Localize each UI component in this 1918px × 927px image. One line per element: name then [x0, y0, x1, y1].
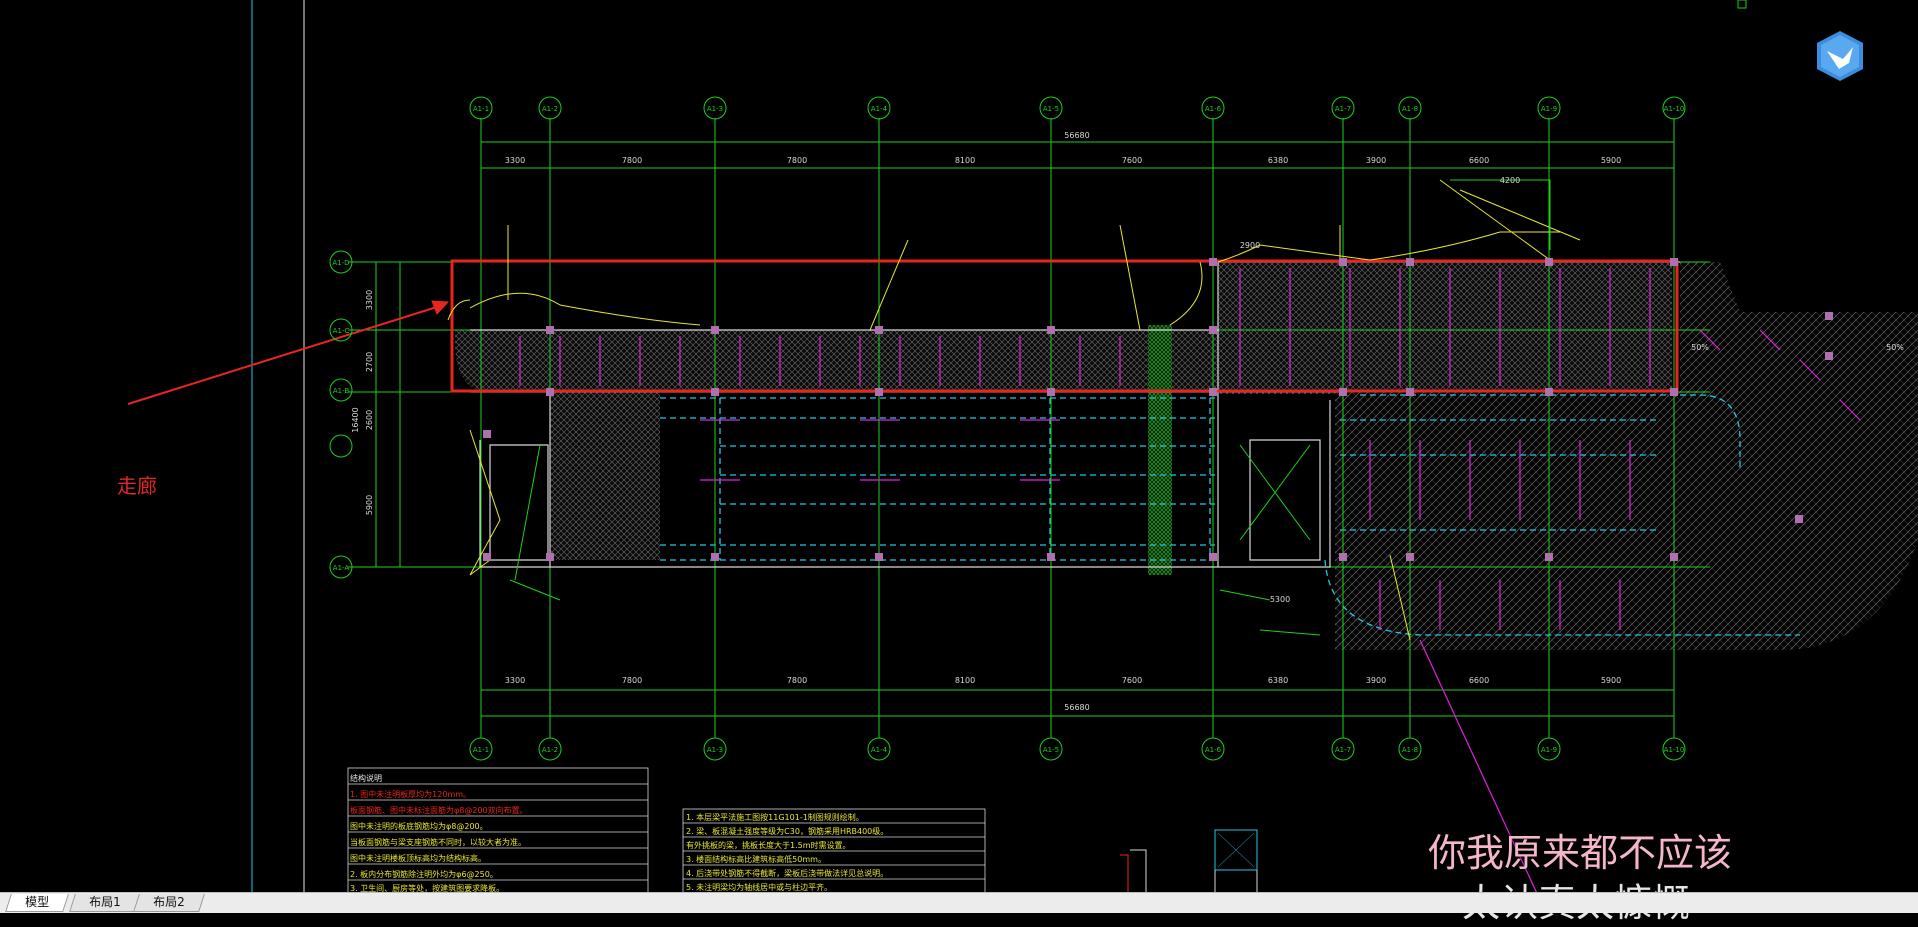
notes-table-left	[347, 767, 649, 894]
dim-misc: 4200	[1500, 176, 1520, 185]
axis-label-bottom: A1-7	[1335, 746, 1351, 754]
axis-label-left: A1-D	[332, 259, 349, 267]
notes-line: 图中未注明的板底钢筋均为φ8@200。	[350, 821, 488, 831]
axis-label-bottom: A1-9	[1541, 746, 1557, 754]
notes-line: 4. 后浇带处钢筋不得截断，梁板后浇带做法详见总说明。	[686, 868, 888, 878]
tab-label: 模型	[25, 895, 50, 909]
green-detail-lines	[509, 179, 1551, 636]
dim-misc: 2900	[1240, 241, 1260, 250]
video-subtitle-line1: 你我原来都不应该	[1428, 831, 1733, 875]
axis-label-top: A1-1	[473, 105, 489, 113]
axis-label-bottom: A1-8	[1402, 746, 1418, 754]
dim-span-left: 2700	[365, 352, 374, 372]
dim-span-left: 5900	[365, 495, 374, 515]
notes-line: 2. 板内分布钢筋除注明外均为φ6@250。	[350, 869, 498, 879]
notes-line: 有外挑板的梁，挑板长度大于1.5m时需设置。	[686, 840, 851, 850]
beam-dashed-lines	[660, 394, 1800, 636]
corridor-annotation: 走廊	[117, 474, 157, 498]
dim-span-bottom: 8100	[955, 676, 975, 685]
axis-label-top: A1-5	[1043, 105, 1059, 113]
notes-line: 1. 本层梁平法施工图按11G101-1制图规则绘制。	[686, 812, 864, 822]
dim-span-top: 7800	[622, 156, 642, 165]
notes-title: 结构说明	[350, 773, 382, 783]
dim-span-top: 3300	[505, 156, 525, 165]
slope-label: 50%	[1886, 343, 1904, 352]
bird-logo-icon	[1817, 31, 1863, 81]
dim-span-bottom: 5900	[1601, 676, 1621, 685]
dim-span-top: 6380	[1268, 156, 1288, 165]
dim-span-top: 8100	[955, 156, 975, 165]
axis-label-top: A1-4	[871, 105, 888, 113]
axis-label-left: A1-B	[333, 387, 350, 395]
dim-span-bottom: 7800	[787, 676, 807, 685]
dim-span-bottom: 7800	[622, 676, 642, 685]
dim-span-top: 3900	[1366, 156, 1386, 165]
notes-line: 图中未注明楼板顶标高均为结构标高。	[350, 853, 486, 863]
notes-line: 板面钢筋、图中未标注面筋为φ8@200双向布置。	[350, 805, 528, 815]
tab-label: 布局2	[153, 895, 185, 909]
axis-label-top: A1-7	[1335, 105, 1351, 113]
axis-label-bottom: A1-1	[473, 746, 489, 754]
axis-bubbles-bottom	[469, 737, 1686, 761]
notes-line: 5. 未注明梁均为轴线居中或与柱边平齐。	[686, 882, 832, 892]
axis-label-bottom: A1-5	[1043, 746, 1059, 754]
rebar-marks	[519, 268, 1861, 901]
dim-span-bottom: 6380	[1268, 676, 1288, 685]
notes-line: 1. 图中未注明板厚均为120mm。	[350, 789, 471, 799]
axis-label-left: A1-C	[333, 327, 350, 335]
axis-label-top: A1-8	[1402, 105, 1418, 113]
axis-label-top: A1-6	[1205, 105, 1222, 113]
dim-span-left: 2600	[365, 410, 374, 430]
axis-label-top: A1-2	[542, 105, 558, 113]
tab-layout2[interactable]: 布局2	[133, 894, 205, 912]
dim-total-bottom: 56680	[1064, 703, 1089, 712]
column-markers	[483, 258, 1833, 561]
axis-label-top: A1-3	[707, 105, 723, 113]
axis-label-bottom: A1-2	[542, 746, 558, 754]
corridor-highlight	[127, 259, 1679, 405]
notes-line: 3. 楼面结构标高比建筑标高低50mm。	[686, 854, 826, 864]
layout-tab-bar: 模型 布局1 布局2	[0, 892, 1918, 913]
notes-line: 当板面钢筋与梁支座钢筋不同时，以较大者为准。	[350, 837, 526, 847]
dim-misc: 5300	[1270, 595, 1290, 604]
section-detail	[1120, 829, 1258, 893]
dim-span-top: 7600	[1122, 156, 1142, 165]
dim-span-top: 6600	[1469, 156, 1489, 165]
dim-span-left: 3300	[365, 290, 374, 310]
tab-model[interactable]: 模型	[5, 894, 69, 912]
dim-span-bottom: 7600	[1122, 676, 1142, 685]
axis-label-bottom: A1-6	[1205, 746, 1222, 754]
dim-total-left: 16400	[351, 407, 360, 432]
axis-label-top: A1-9	[1541, 105, 1557, 113]
notes-line: 3. 卫生间、厨房等处，按建筑图要求降板。	[350, 883, 504, 893]
axis-bubbles-top	[469, 96, 1686, 120]
axis-label-left: A1-A	[333, 564, 350, 572]
axis-label-bottom: A1-10	[1664, 746, 1685, 754]
dim-span-bottom: 3900	[1366, 676, 1386, 685]
dim-total-top: 56680	[1064, 131, 1089, 140]
slab-hatch-areas	[454, 262, 1918, 650]
dim-span-top: 5900	[1601, 156, 1621, 165]
dim-span-bottom: 3300	[505, 676, 525, 685]
viewport-guides	[251, 0, 1747, 893]
leader-lines	[447, 179, 1581, 641]
notes-line: 2. 梁、板混凝土强度等级为C30，钢筋采用HRB400级。	[686, 826, 888, 836]
dim-span-bottom: 6600	[1469, 676, 1489, 685]
axis-label-top: A1-10	[1664, 105, 1685, 113]
tab-layout1[interactable]: 布局1	[69, 894, 141, 912]
dim-span-top: 7800	[787, 156, 807, 165]
axis-bubbles-left	[329, 250, 353, 579]
tab-label: 布局1	[89, 895, 121, 909]
axis-label-bottom: A1-4	[871, 746, 888, 754]
axis-label-bottom: A1-3	[707, 746, 723, 754]
slope-label: 50%	[1691, 343, 1709, 352]
